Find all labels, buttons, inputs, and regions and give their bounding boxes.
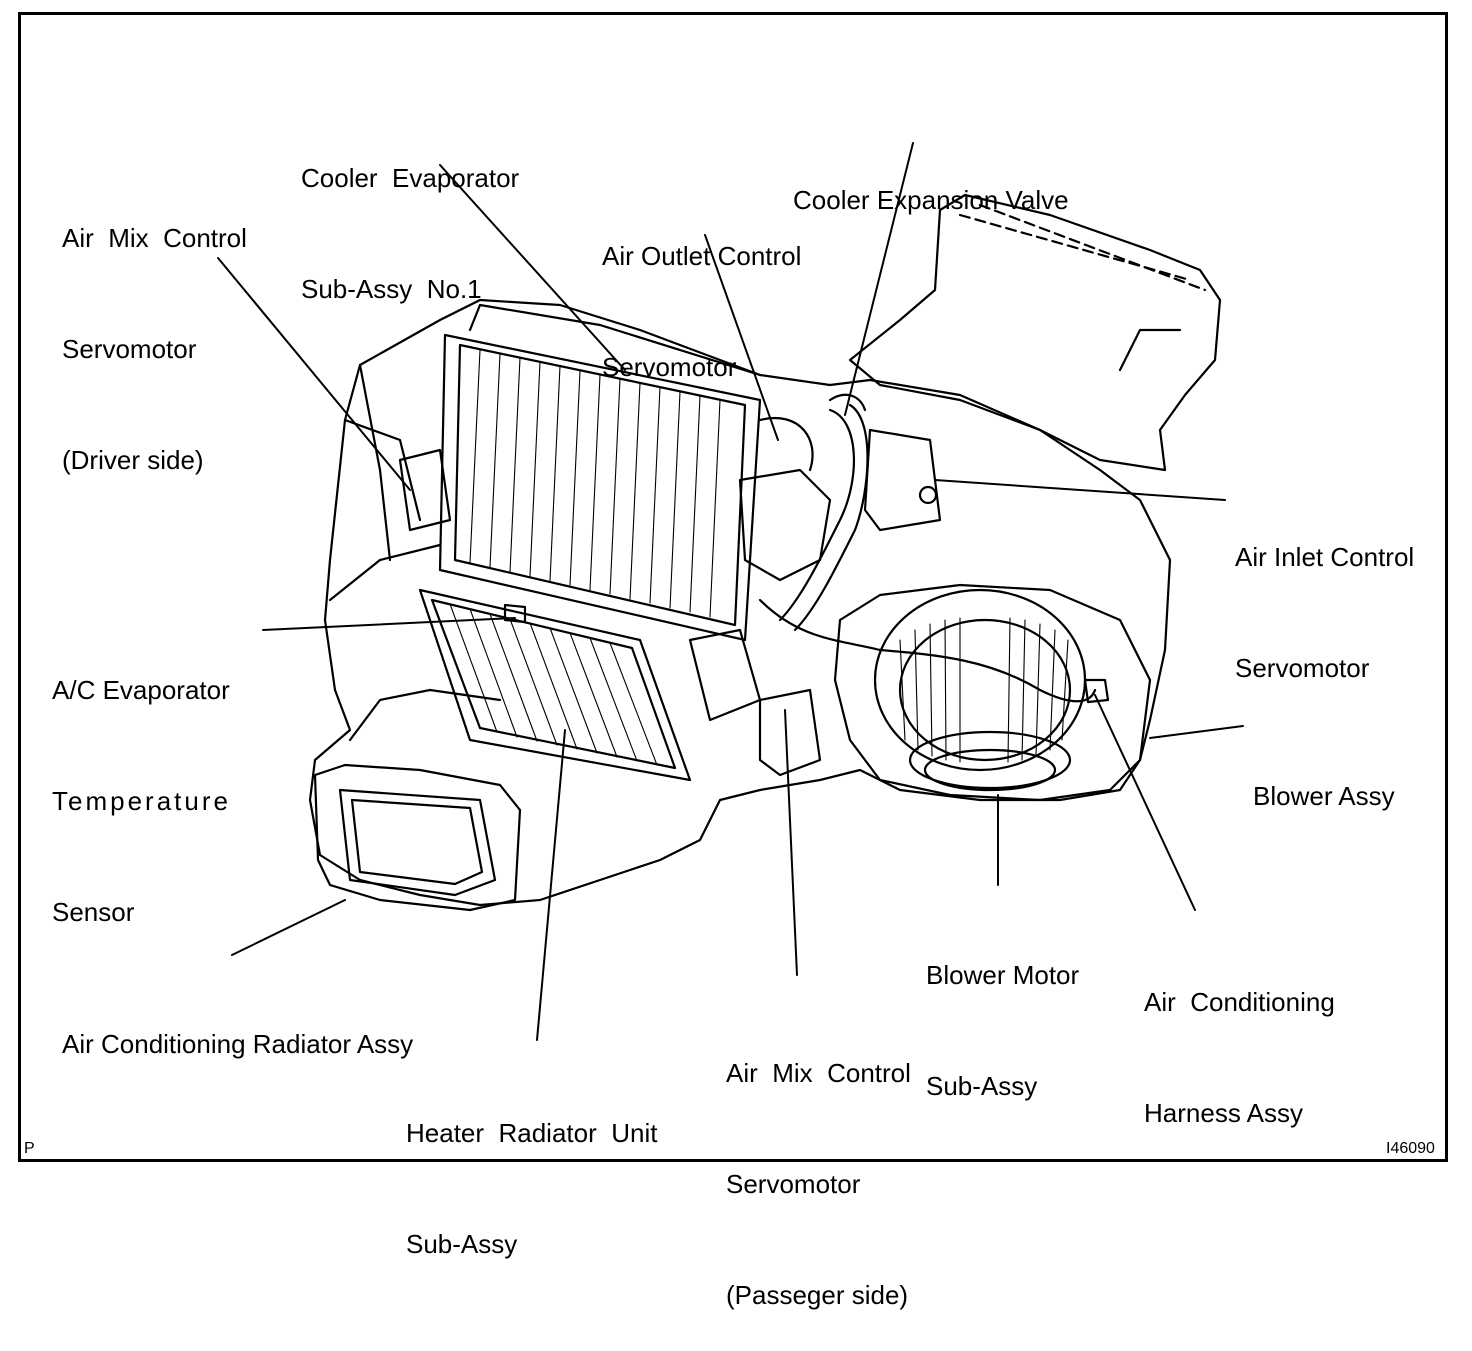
air-mix-passenger-servomotor-shape bbox=[688, 628, 822, 777]
evaporator-fins bbox=[469, 349, 721, 618]
heater-radiator bbox=[418, 588, 692, 782]
label-air-inlet: Air Inlet Control Servomotor bbox=[1235, 465, 1414, 724]
label-line: A/C Evaporator bbox=[52, 675, 230, 705]
air-intake-duct bbox=[848, 193, 1222, 472]
label-line: Servomotor bbox=[602, 352, 737, 382]
leader-cooler-evaporator bbox=[439, 164, 626, 371]
label-air-mix-driver: Air Mix Control Servomotor (Driver side) bbox=[62, 146, 247, 516]
leader-cooler-expansion-valve bbox=[844, 142, 914, 416]
leader-air-outlet bbox=[704, 234, 779, 441]
label-line: Cooler Expansion Valve bbox=[793, 185, 1069, 215]
label-line: Air Outlet Control bbox=[602, 241, 802, 271]
label-line: Temperature bbox=[52, 786, 231, 816]
leader-blower-assy bbox=[1149, 725, 1244, 739]
hvac-unit-illustration bbox=[217, 142, 1244, 1041]
label-line: Air Conditioning bbox=[1144, 987, 1335, 1017]
label-line: Air Conditioning Radiator Assy bbox=[62, 1029, 414, 1059]
label-line: Cooler Evaporator bbox=[301, 163, 520, 193]
label-line: Servomotor bbox=[726, 1169, 861, 1199]
label-line: Air Mix Control bbox=[62, 223, 247, 253]
label-line: Sub-Assy No.1 bbox=[301, 274, 482, 304]
label-cooler-evaporator: Cooler Evaporator Sub-Assy No.1 bbox=[301, 86, 519, 345]
label-air-outlet: Air Outlet Control Servomotor bbox=[602, 164, 801, 423]
label-blower-assy: Blower Assy bbox=[1253, 704, 1395, 852]
label-line: (Driver side) bbox=[62, 445, 204, 475]
evaporator-temperature-sensor-shape bbox=[503, 603, 527, 624]
label-blower-motor: Blower Motor Sub-Assy bbox=[926, 883, 1079, 1142]
label-line: Sub-Assy bbox=[406, 1229, 518, 1259]
label-air-mix-passenger: Air Mix Control Servomotor (Passeger sid… bbox=[726, 981, 911, 1351]
label-ac-evap-sensor: A/C Evaporator Temperature Sensor bbox=[52, 598, 231, 968]
label-line: Heater Radiator Unit bbox=[406, 1118, 658, 1148]
blower-fan-blades bbox=[899, 617, 1069, 763]
label-line: Harness Assy bbox=[1144, 1098, 1303, 1128]
blower-housing bbox=[833, 583, 1152, 802]
label-line: (Passeger side) bbox=[726, 1280, 909, 1310]
label-line: Servomotor bbox=[1235, 653, 1370, 683]
leader-air-mix-driver bbox=[217, 257, 411, 491]
evaporator-core bbox=[438, 303, 762, 642]
leader-ac-radiator bbox=[231, 899, 346, 956]
hvac-housing bbox=[308, 298, 1172, 907]
label-line: Servomotor bbox=[62, 334, 197, 364]
corner-mark-left: P bbox=[24, 1140, 35, 1157]
leader-air-inlet bbox=[934, 479, 1226, 501]
leader-ac-harness bbox=[1094, 694, 1196, 911]
air-mix-driver-servomotor-shape bbox=[398, 448, 452, 532]
label-cooler-expansion-valve: Cooler Expansion Valve bbox=[793, 108, 1069, 256]
leader-ac-evap-sensor bbox=[262, 617, 516, 631]
label-heater-radiator: Heater Radiator Unit Sub-Assy bbox=[406, 1041, 657, 1300]
leader-air-mix-passenger bbox=[784, 709, 798, 976]
label-line: Air Inlet Control bbox=[1235, 542, 1415, 572]
label-line: Sensor bbox=[52, 897, 135, 927]
label-line: Air Mix Control bbox=[726, 1058, 911, 1088]
corner-figure-id: I46090 bbox=[1386, 1140, 1435, 1157]
leader-heater-radiator bbox=[536, 729, 566, 1041]
label-ac-radiator: Air Conditioning Radiator Assy bbox=[62, 952, 413, 1100]
expansion-valve-pipes bbox=[778, 393, 869, 632]
label-line: Blower Assy bbox=[1253, 781, 1395, 811]
ac-harness-wire bbox=[758, 598, 1110, 704]
air-inlet-servomotor-shape bbox=[863, 428, 942, 532]
heater-fins bbox=[449, 603, 658, 766]
diagram-frame bbox=[18, 12, 1448, 1162]
label-line: Sub-Assy bbox=[926, 1071, 1038, 1101]
label-line: Blower Motor bbox=[926, 960, 1080, 990]
label-ac-harness: Air Conditioning Harness Assy bbox=[1144, 910, 1335, 1169]
ac-radiator-duct bbox=[313, 763, 522, 912]
